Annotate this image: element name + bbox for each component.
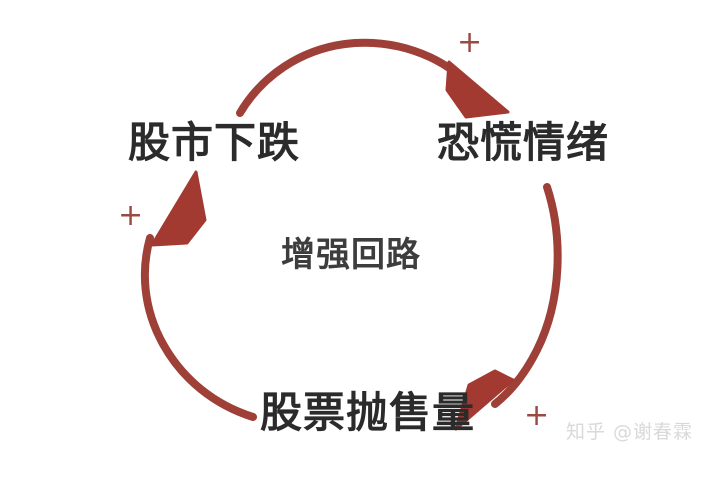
node-label-selloff: 股票抛售量 [260, 388, 476, 437]
node-label-panic: 恐慌情绪 [437, 118, 610, 167]
polarity-plus-bottom-right: + [524, 398, 550, 433]
watermark: 知乎 @谢春霖 [566, 421, 694, 443]
link-selloff-to-decline [140, 170, 257, 421]
polarity-plus-left: + [118, 198, 144, 233]
loop-type-label: 增强回路 [281, 235, 421, 275]
link-panic-to-selloff [454, 183, 562, 431]
polarity-plus-top-right: + [457, 25, 483, 60]
arrowhead-selloff-to-decline [150, 170, 207, 247]
arc-decline-to-panic [236, 38, 470, 117]
link-decline-to-panic [236, 38, 510, 119]
arc-selloff-to-decline [140, 234, 257, 421]
arrowhead-decline-to-panic [445, 60, 510, 119]
arc-panic-to-selloff [491, 183, 562, 408]
node-label-stock-decline: 股市下跌 [128, 118, 301, 167]
arrowhead-panic-to-selloff [454, 369, 515, 431]
